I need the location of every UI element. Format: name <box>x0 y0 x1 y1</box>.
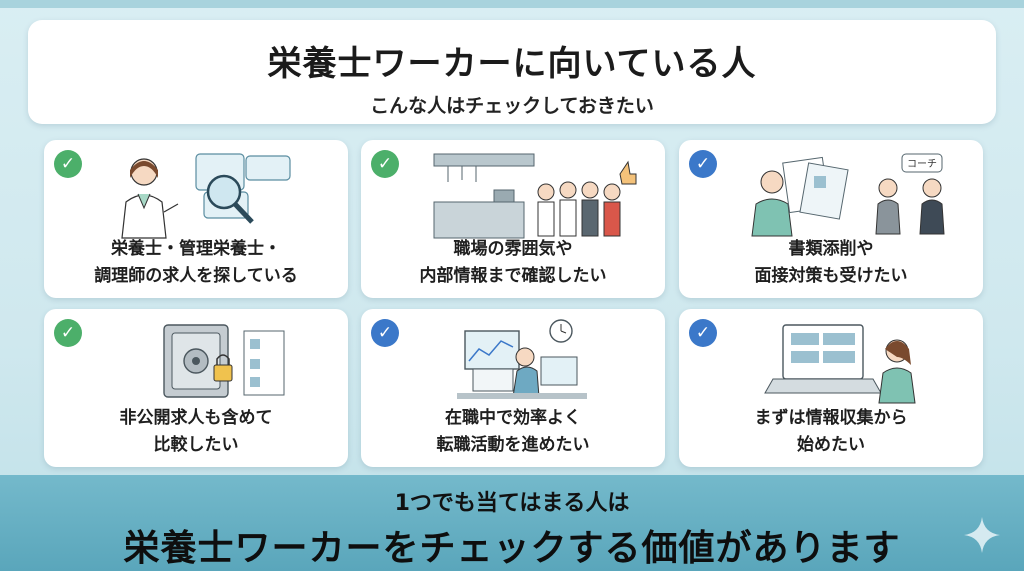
card-text-line2: 比較したい <box>153 435 239 455</box>
bottom-banner: 1つでも当てはまる人は 栄養士ワーカーをチェックする価値があります <box>0 475 1024 571</box>
card-text-line2: 内部情報まで確認したい <box>419 266 607 286</box>
check-icon: ✓ <box>371 319 399 347</box>
card-workplace-info: ✓ 職場の雰囲気や 内部情報まで確認したい <box>361 140 665 298</box>
check-icon: ✓ <box>54 150 82 178</box>
card-text-line1: 非公開求人も含めて <box>119 408 273 428</box>
sparkle-icon <box>964 517 1000 553</box>
card-job-search: ✓ 栄養士・管理栄養士・ 調理師の求人を探している <box>44 140 348 298</box>
header-card: 栄養士ワーカーに向いている人 こんな人はチェックしておきたい <box>28 20 996 124</box>
card-efficient-job-change: ✓ 在職中で効率よく 転職活動を進めたい <box>361 309 665 467</box>
card-text-line1: 在職中で効率よく <box>445 408 581 428</box>
card-text-line1: 書類添削や <box>788 239 874 259</box>
card-text-line2: 面接対策も受けたい <box>754 266 908 286</box>
card-text-line1: 職場の雰囲気や <box>453 239 573 259</box>
card-text-line2: 転職活動を進めたい <box>436 435 590 455</box>
safe-lock-illustration <box>163 324 285 398</box>
card-information-gathering: ✓ まずは情報収集から 始めたい <box>679 309 983 467</box>
page-title: 栄養士ワーカーに向いている人 <box>267 44 757 84</box>
computer-desk-illustration <box>457 319 587 399</box>
card-text-line2: 調理師の求人を探している <box>94 266 298 286</box>
card-text-line2: 始めたい <box>797 435 865 455</box>
coach-bubble-text: コーチ <box>907 158 937 170</box>
laptop-illustration <box>764 324 916 404</box>
top-strip <box>0 0 1024 8</box>
footer-subtitle: 1つでも当てはまる人は <box>394 491 630 516</box>
card-private-listings: ✓ 非公開求人も含めて 比較したい <box>44 309 348 467</box>
card-text-line1: 栄養士・管理栄養士・ <box>111 239 281 259</box>
page-subtitle: こんな人はチェックしておきたい <box>370 95 654 117</box>
check-icon: ✓ <box>689 150 717 178</box>
check-icon: ✓ <box>54 319 82 347</box>
nutritionist-search-illustration <box>121 153 291 239</box>
card-document-coaching: ✓ コーチ 書類添削や 面接対策も受けたい <box>679 140 983 298</box>
document-coaching-illustration: コーチ <box>751 153 945 237</box>
kitchen-staff-illustration <box>433 153 637 239</box>
check-icon: ✓ <box>689 319 717 347</box>
footer-headline: 栄養士ワーカーをチェックする価値があります <box>123 528 901 569</box>
check-icon: ✓ <box>371 150 399 178</box>
card-text-line1: まずは情報収集から <box>754 408 908 428</box>
